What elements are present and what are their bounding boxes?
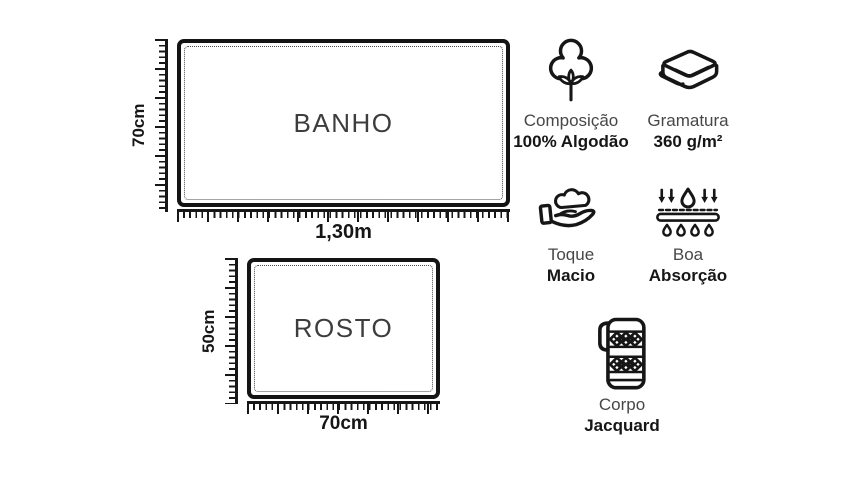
banho-vertical-ruler xyxy=(154,39,168,212)
rosto-height-label: 50cm xyxy=(199,309,218,353)
feature-toque-value: Macio xyxy=(546,266,596,285)
folded-towels-icon xyxy=(658,49,719,90)
rosto-width-label: 70cm xyxy=(319,413,368,434)
feature-corpo-value: Jacquard xyxy=(584,416,660,435)
banho-label: BANHO xyxy=(293,107,394,138)
feature-composicao-title: Composição xyxy=(523,111,619,130)
banho-height-label: 70cm xyxy=(129,103,148,147)
feature-composicao-value: 100% Algodão xyxy=(513,132,629,151)
feature-toque: Toque Macio xyxy=(511,244,631,286)
feature-corpo-title: Corpo xyxy=(598,395,646,414)
rosto-rectangle: ROSTO xyxy=(247,258,440,399)
hand-soft-icon xyxy=(538,188,596,228)
jacquard-towel-icon xyxy=(598,317,646,390)
rosto-horizontal-ruler xyxy=(247,401,440,414)
feature-absorcao: Boa Absorção xyxy=(628,244,748,286)
banho-width-label: 1,30m xyxy=(315,221,372,243)
rosto-vertical-ruler xyxy=(224,258,238,404)
feature-gramatura-value: 360 g/m² xyxy=(653,132,723,151)
feature-gramatura: Gramatura 360 g/m² xyxy=(628,110,748,152)
feature-toque-title: Toque xyxy=(547,245,595,264)
banho-horizontal-ruler xyxy=(177,209,510,222)
absorption-icon xyxy=(656,187,720,237)
feature-absorcao-title: Boa xyxy=(672,245,704,264)
rosto-label: ROSTO xyxy=(293,313,394,343)
banho-rectangle: BANHO xyxy=(177,39,510,207)
feature-absorcao-value: Absorção xyxy=(648,266,728,285)
rosto-stitch-border xyxy=(254,265,433,392)
feature-corpo: Corpo Jacquard xyxy=(562,394,682,436)
cotton-icon xyxy=(548,38,594,102)
feature-composicao: Composição 100% Algodão xyxy=(506,110,636,152)
feature-gramatura-title: Gramatura xyxy=(647,111,729,130)
banho-stitch-border xyxy=(184,46,503,200)
